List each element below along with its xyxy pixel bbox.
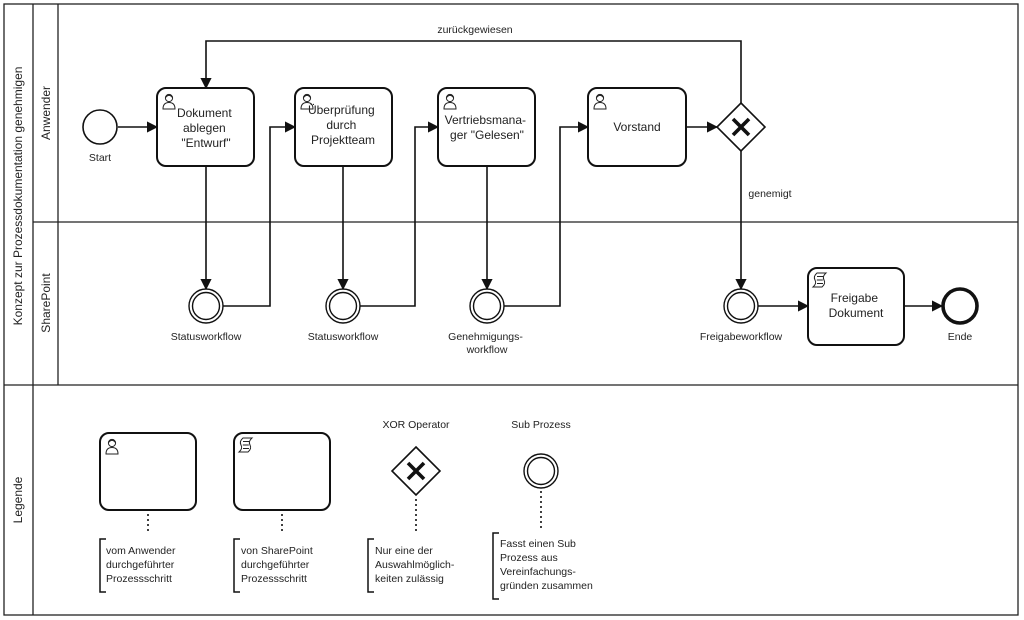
user-icon — [162, 93, 176, 110]
subprocess-statusworkflow-1 — [188, 288, 224, 324]
subprocess-genehmigungsworkflow — [469, 288, 505, 324]
user-icon — [443, 93, 457, 110]
xor-gateway — [715, 101, 767, 153]
legend-sub-title: Sub Prozess — [511, 419, 571, 431]
start-event — [82, 109, 118, 145]
flow-label-approved: genemigt — [748, 188, 791, 200]
flow-sub1-to-t2 — [223, 121, 297, 307]
legend-subprocess-event — [523, 453, 559, 489]
user-icon — [105, 438, 119, 455]
legend-script-task-desc: von SharePoint durchgeführter Prozesssch… — [241, 545, 316, 585]
subprocess-label: Statusworkflow — [171, 331, 242, 343]
legend-xor-gateway — [390, 445, 442, 497]
task-vorstand: Vorstand — [587, 87, 687, 167]
task-vertriebsmanager: Vertriebsmana- ger "Gelesen" — [437, 87, 536, 167]
annotation-bracket — [99, 538, 106, 593]
subprocess-label: Genehmigungs- workflow — [448, 331, 526, 356]
lane-sharepoint-label: SharePoint — [39, 273, 53, 333]
subprocess-label: Statusworkflow — [308, 331, 379, 343]
legend-script-task — [233, 432, 331, 511]
user-icon — [593, 93, 607, 110]
flow-label-rejected: zurückgewiesen — [437, 24, 512, 36]
task-label: Überprüfung durch Projektteam — [308, 103, 378, 147]
flow-sub2-to-t3 — [360, 121, 440, 307]
pool-frame — [3, 3, 1019, 616]
task-label: Dokument ablegen "Entwurf" — [177, 106, 235, 150]
task-ueberpruefung: Überprüfung durch Projektteam — [294, 87, 393, 167]
script-icon — [237, 437, 254, 453]
lane-anwender-label: Anwender — [39, 86, 53, 140]
end-label: Ende — [948, 331, 973, 343]
annotation-bracket — [233, 538, 240, 593]
legend-user-task — [99, 432, 197, 511]
legend-xor-desc: Nur eine der Auswahlmöglich- keiten zulä… — [375, 545, 457, 585]
start-label: Start — [89, 152, 111, 164]
subprocess-freigabeworkflow — [723, 288, 759, 324]
task-freigabe-dokument: Freigabe Dokument — [807, 267, 905, 346]
annotation-bracket — [492, 532, 499, 600]
x-icon — [731, 117, 751, 137]
subprocess-label: Freigabeworkflow — [700, 331, 783, 343]
script-icon — [811, 272, 828, 288]
legend-title: Legende — [11, 476, 25, 523]
end-event — [941, 287, 979, 325]
legend-sub-desc: Fasst einen Sub Prozess aus Vereinfachun… — [500, 538, 593, 592]
flow-gateway-rejected — [200, 40, 742, 103]
pool-title: Konzept zur Prozessdokumentation genehmi… — [11, 67, 25, 326]
subprocess-statusworkflow-2 — [325, 288, 361, 324]
annotation-bracket — [367, 538, 374, 593]
flow-sub3-to-t4 — [504, 121, 590, 307]
x-icon — [406, 461, 426, 481]
task-label: Freigabe Dokument — [829, 291, 884, 320]
task-label: Vorstand — [613, 120, 660, 134]
legend-user-task-desc: vom Anwender durchgeführter Prozessschri… — [106, 545, 178, 585]
task-dokument-ablegen: Dokument ablegen "Entwurf" — [156, 87, 255, 167]
task-label: Vertriebsmana- ger "Gelesen" — [445, 113, 530, 142]
sequence-flows — [118, 40, 944, 312]
user-icon — [300, 93, 314, 110]
legend-xor-title: XOR Operator — [382, 419, 450, 431]
